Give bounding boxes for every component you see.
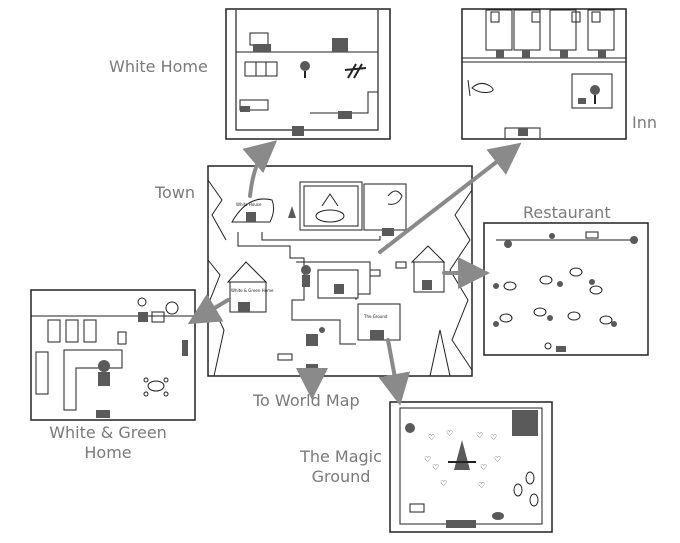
restaurant-panel[interactable] xyxy=(483,222,649,356)
white-green-home-panel[interactable] xyxy=(30,289,196,421)
white-home-label: White Home xyxy=(109,57,208,76)
svg-text:♡: ♡ xyxy=(432,463,439,472)
to-world-map-label: To World Map xyxy=(253,391,360,410)
arrow-to-inn xyxy=(378,142,522,254)
town-map[interactable]: White House White & Green Home xyxy=(207,165,473,377)
magic-ground-label-line2: Ground xyxy=(311,467,371,486)
arrow-to-white-home xyxy=(242,140,278,198)
inn-label: Inn xyxy=(632,113,657,132)
svg-text:♡: ♡ xyxy=(440,479,447,488)
white-house-sign: White House xyxy=(236,202,262,207)
magic-ground-sign: The Ground xyxy=(363,314,388,319)
arrows xyxy=(187,140,522,406)
white-green-home-label-line2: Home xyxy=(84,443,132,462)
svg-text:♡: ♡ xyxy=(490,433,497,442)
magic-ground-panel[interactable]: ♡♡ ♡♡ ♡♡ ♡♡ ♡♡ xyxy=(389,401,553,533)
arrow-to-white-green-home xyxy=(187,293,230,325)
town-label: Town xyxy=(155,183,196,202)
svg-text:♡: ♡ xyxy=(424,455,431,464)
inn-panel[interactable] xyxy=(461,8,627,140)
svg-text:♡: ♡ xyxy=(480,463,487,472)
white-green-home-label-line1: White & Green xyxy=(49,423,167,442)
svg-text:♡: ♡ xyxy=(428,433,435,442)
svg-text:♡: ♡ xyxy=(446,429,453,438)
white-green-home-sign: White & Green Home xyxy=(231,288,274,293)
magic-ground-label: The Magic Ground xyxy=(291,447,391,487)
svg-text:♡: ♡ xyxy=(494,455,501,464)
arrow-to-magic-ground xyxy=(378,338,411,406)
white-home-panel[interactable] xyxy=(225,8,391,140)
svg-text:♡: ♡ xyxy=(476,431,483,440)
magic-ground-label-line1: The Magic xyxy=(300,447,382,466)
svg-text:♡: ♡ xyxy=(478,481,485,490)
white-green-home-label: White & Green Home xyxy=(38,423,178,463)
restaurant-label: Restaurant xyxy=(523,203,611,222)
